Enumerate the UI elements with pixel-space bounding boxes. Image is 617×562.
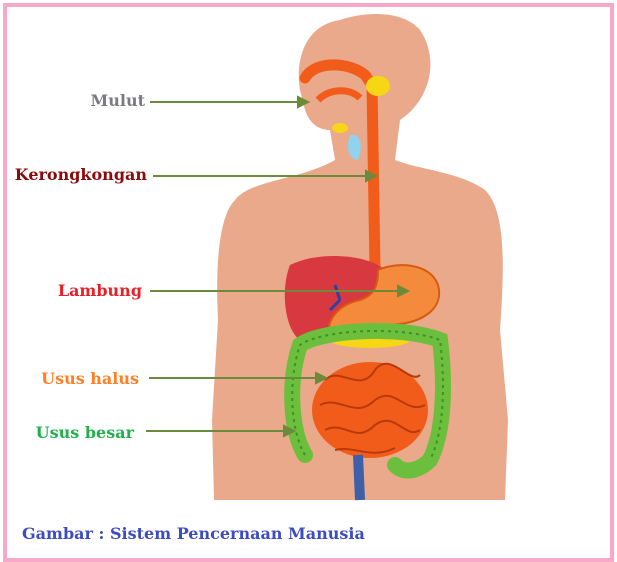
- label-lambung: Lambung: [57, 281, 142, 300]
- salivary-gland: [366, 76, 390, 96]
- liver: [284, 255, 385, 340]
- label-mulut: Mulut: [90, 91, 145, 110]
- small-intestine: [312, 362, 428, 458]
- figure-caption: Gambar : Sistem Pencernaan Manusia: [22, 524, 365, 543]
- label-usus-besar: Usus besar: [35, 423, 134, 442]
- label-usus-halus: Usus halus: [41, 369, 139, 388]
- rectum: [353, 454, 365, 501]
- image-border: [3, 3, 614, 562]
- label-kerongkongan: Kerongkongan: [14, 165, 147, 184]
